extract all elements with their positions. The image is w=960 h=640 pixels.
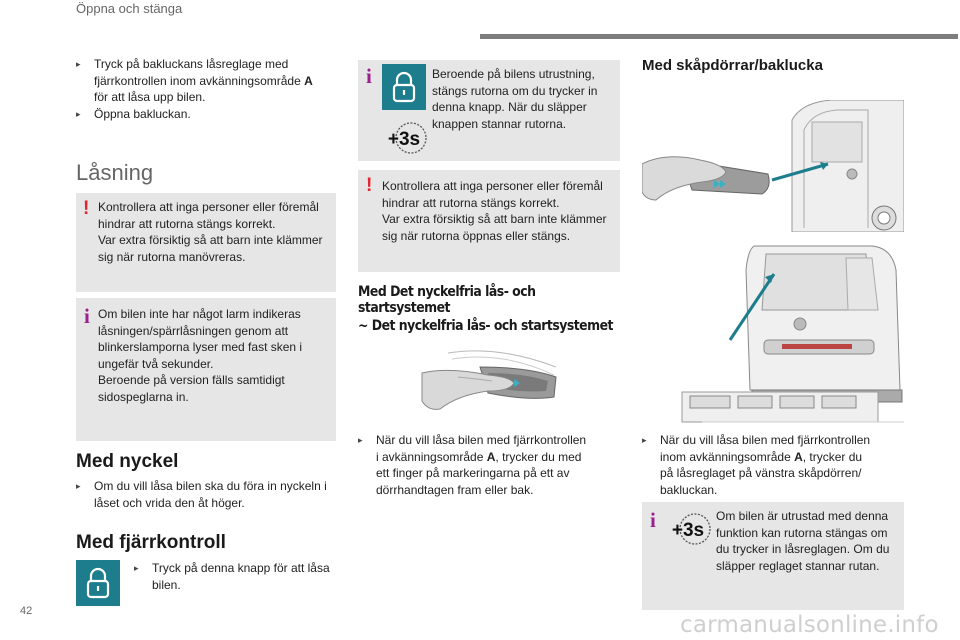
section-title: Öppna och stänga	[76, 1, 183, 16]
warning-icon: !	[83, 198, 90, 219]
door-handle-illustration	[418, 345, 568, 415]
warning-icon: !	[366, 175, 373, 196]
intro-bullet-1: Tryck på bakluckans låsreglage med fjärr…	[94, 57, 313, 104]
page-number: 42	[20, 605, 33, 617]
intro-bullet-2: Öppna bakluckan.	[94, 107, 191, 121]
warning-text: Kontrollera att inga personer eller före…	[98, 200, 323, 264]
warning-box	[76, 193, 336, 292]
arrow-bullet-icon: ▸	[76, 59, 81, 69]
warning-box	[358, 170, 620, 272]
rear-doors-bullet: När du vill låsa bilen med fjärrkontroll…	[660, 433, 871, 497]
info-icon: i	[84, 304, 90, 328]
warning-text: Kontrollera att inga personer eller före…	[382, 179, 607, 243]
info-box-rear	[642, 502, 904, 610]
arrow-bullet-icon: ▸	[358, 435, 363, 445]
remote-bullet: Tryck på denna knapp för att låsa bilen.	[152, 561, 330, 592]
plus-3s-badge-icon: +3s	[380, 121, 428, 155]
header-rule	[480, 34, 958, 39]
info-box	[76, 298, 336, 441]
lock-button-icon	[382, 64, 426, 110]
key-title: Med nyckel	[76, 451, 179, 472]
info-icon: i	[366, 64, 372, 88]
key-bullet: Om du vill låsa bilen ska du föra in nyc…	[94, 479, 327, 510]
info-icon: i	[650, 508, 656, 532]
rear-doors-title: Med skåpdörrar/baklucka	[642, 57, 823, 74]
remote-title: Med fjärrkontroll	[76, 532, 226, 553]
arrow-bullet-icon: ▸	[76, 109, 81, 119]
arrow-bullet-icon: ▸	[76, 481, 81, 491]
watermark: carmanualsonline.info	[680, 612, 939, 638]
info-rear-text: Om bilen är utrustad med denna funktion …	[716, 509, 890, 573]
badge-label: +3s	[672, 520, 704, 541]
arrow-bullet-icon: ▸	[134, 563, 139, 573]
arrow-bullet-icon: ▸	[642, 435, 647, 445]
locking-title: Låsning	[76, 160, 154, 185]
badge-label: +3s	[388, 129, 420, 150]
info-top-text: Beroende på bilens utrustning, stängs ru…	[432, 67, 598, 131]
rear-door-handle-illustration	[642, 100, 904, 232]
lock-button-icon	[76, 560, 120, 606]
plus-3s-badge-icon: +3s	[664, 512, 712, 546]
keyless-bullet: När du vill låsa bilen med fjärrkontroll…	[376, 433, 587, 497]
keyless-title: Med Det nyckelfria lås- och startsysteme…	[358, 284, 614, 334]
van-rear-illustration	[642, 240, 904, 428]
info-text: Om bilen inte har något larm indikeras l…	[98, 307, 303, 404]
